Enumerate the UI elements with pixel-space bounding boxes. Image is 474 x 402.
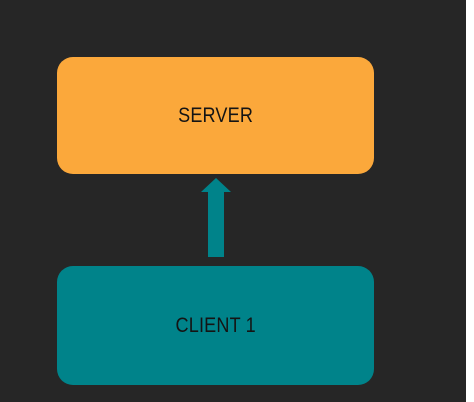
right-edge-strip xyxy=(466,0,474,402)
arrow-head xyxy=(201,178,231,192)
server-label: SERVER xyxy=(178,103,253,127)
client-label: CLIENT 1 xyxy=(175,313,256,337)
client-box: CLIENT 1 xyxy=(57,266,374,385)
arrow-shaft xyxy=(208,191,224,257)
server-box: SERVER xyxy=(57,57,374,174)
